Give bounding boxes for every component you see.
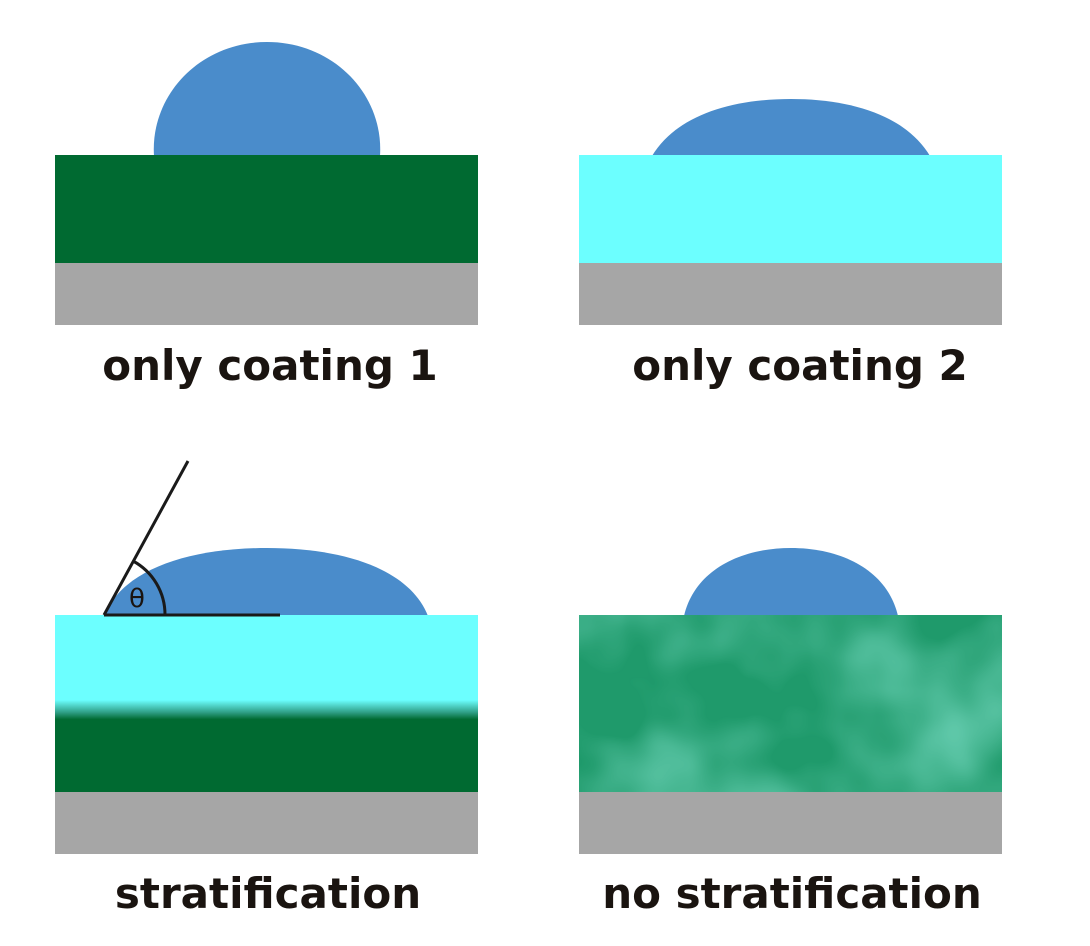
tangent-line <box>102 460 190 616</box>
panel-only-coating-2: only coating 2 <box>579 99 1002 390</box>
caption-only-coating-1: only coating 1 <box>102 341 438 390</box>
panel-only-coating-1: only coating 1 <box>55 42 478 390</box>
droplet-tall <box>153 42 381 156</box>
panel-no-stratification: no stratification <box>579 548 1002 918</box>
caption-no-stratification: no stratification <box>602 869 982 918</box>
caption-stratification: stratification <box>115 869 421 918</box>
droplet-flat <box>652 99 930 156</box>
caption-only-coating-2: only coating 2 <box>632 341 968 390</box>
contact-angle-arc <box>132 559 167 616</box>
substrate-layer <box>55 263 478 325</box>
mixed-layer-texture <box>579 615 1002 792</box>
droplet-medium <box>684 548 898 616</box>
stratified-layers <box>55 615 478 792</box>
coating2-layer <box>579 155 1002 263</box>
substrate-layer <box>579 792 1002 854</box>
substrate-layer <box>579 263 1002 325</box>
contact-angle-symbol: θ <box>129 584 145 614</box>
droplet-flat <box>104 548 428 616</box>
panel-stratification: θ stratification <box>55 460 478 918</box>
substrate-layer <box>55 792 478 854</box>
coating1-layer <box>55 155 478 263</box>
